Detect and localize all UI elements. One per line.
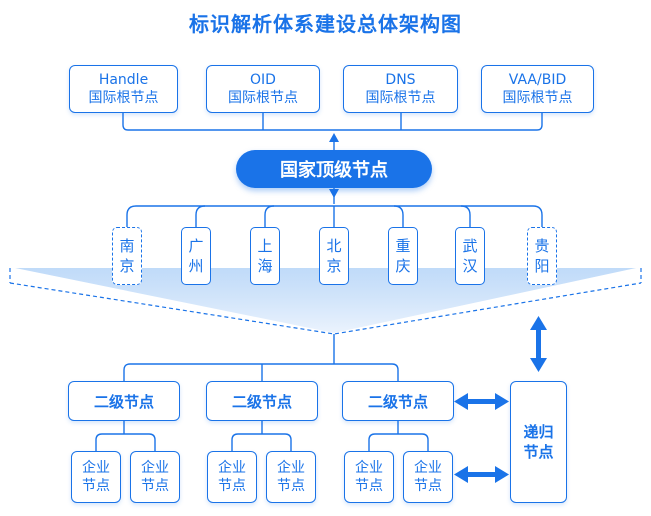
root-node-sublabel: 国际根节点 — [365, 90, 436, 106]
root-node-handle: Handle 国际根节点 — [69, 65, 178, 113]
city-node-nanjing: 南京 — [112, 227, 142, 285]
root-node-label: DNS — [385, 72, 416, 88]
city-char: 阳 — [534, 257, 550, 275]
recursive-label: 节点 — [523, 443, 554, 461]
city-char: 汉 — [462, 257, 478, 275]
diagram-title: 标识解析体系建设总体架构图 — [189, 12, 462, 36]
enterprise-connectors — [95, 421, 429, 451]
city-node-beijing: 北京 — [319, 227, 349, 285]
root-node-sublabel: 国际根节点 — [502, 90, 573, 106]
city-band — [10, 268, 641, 334]
double-arrow-icons — [454, 316, 547, 483]
enterprise-node: 企业节点 — [403, 451, 453, 503]
enterprise-node: 企业节点 — [207, 451, 257, 503]
enterprise-label: 节点 — [141, 478, 169, 494]
city-char: 北 — [326, 237, 342, 255]
national-top-node: 国家顶级节点 — [236, 150, 432, 188]
city-node-guangzhou: 广州 — [181, 227, 211, 285]
root-node-sublabel: 国际根节点 — [228, 90, 298, 106]
city-char: 庆 — [395, 257, 411, 275]
city-char: 广 — [188, 237, 204, 255]
enterprise-label: 节点 — [355, 478, 383, 494]
enterprise-node: 企业节点 — [266, 451, 316, 503]
enterprise-node: 企业节点 — [344, 451, 394, 503]
city-connectors — [126, 188, 543, 227]
city-node-guiyang: 贵阳 — [527, 227, 557, 285]
city-char: 武 — [462, 237, 478, 255]
city-char: 重 — [395, 237, 411, 255]
city-char: 京 — [326, 257, 342, 275]
root-node-label: VAA/BID — [508, 72, 567, 88]
city-node-chongqing: 重庆 — [388, 227, 418, 285]
enterprise-label: 企业 — [218, 460, 246, 476]
recursive-label: 递归 — [523, 423, 554, 441]
root-node-label: OID — [250, 72, 276, 88]
enterprise-label: 企业 — [277, 460, 305, 476]
enterprise-label: 节点 — [277, 478, 305, 494]
secondary-connectors — [123, 334, 399, 381]
enterprise-label: 节点 — [218, 478, 246, 494]
root-node-vaa-bid: VAA/BID 国际根节点 — [481, 65, 594, 113]
enterprise-label: 节点 — [82, 478, 110, 494]
root-node-label: Handle — [98, 72, 149, 88]
root-node-oid: OID 国际根节点 — [206, 65, 320, 113]
city-char: 南 — [119, 237, 135, 255]
enterprise-node: 企业节点 — [71, 451, 121, 503]
enterprise-node: 企业节点 — [130, 451, 180, 503]
city-char: 州 — [188, 257, 204, 275]
secondary-node: 二级节点 — [68, 381, 180, 421]
city-node-wuhan: 武汉 — [455, 227, 485, 285]
city-char: 海 — [257, 257, 273, 275]
secondary-node: 二级节点 — [342, 381, 454, 421]
enterprise-label: 企业 — [141, 460, 169, 476]
enterprise-label: 企业 — [355, 460, 383, 476]
down-arrow-icon — [329, 189, 339, 198]
root-node-dns: DNS 国际根节点 — [343, 65, 458, 113]
secondary-node: 二级节点 — [206, 381, 318, 421]
recursive-node: 递归 节点 — [510, 381, 567, 503]
city-char: 贵 — [534, 237, 550, 255]
city-char: 上 — [257, 237, 273, 255]
up-arrow-icon — [329, 133, 339, 142]
city-char: 京 — [119, 257, 135, 275]
city-node-shanghai: 上海 — [250, 227, 280, 285]
enterprise-label: 企业 — [414, 460, 442, 476]
enterprise-label: 企业 — [82, 460, 110, 476]
enterprise-label: 节点 — [414, 478, 442, 494]
root-node-sublabel: 国际根节点 — [88, 90, 159, 106]
root-connectors — [122, 113, 543, 150]
